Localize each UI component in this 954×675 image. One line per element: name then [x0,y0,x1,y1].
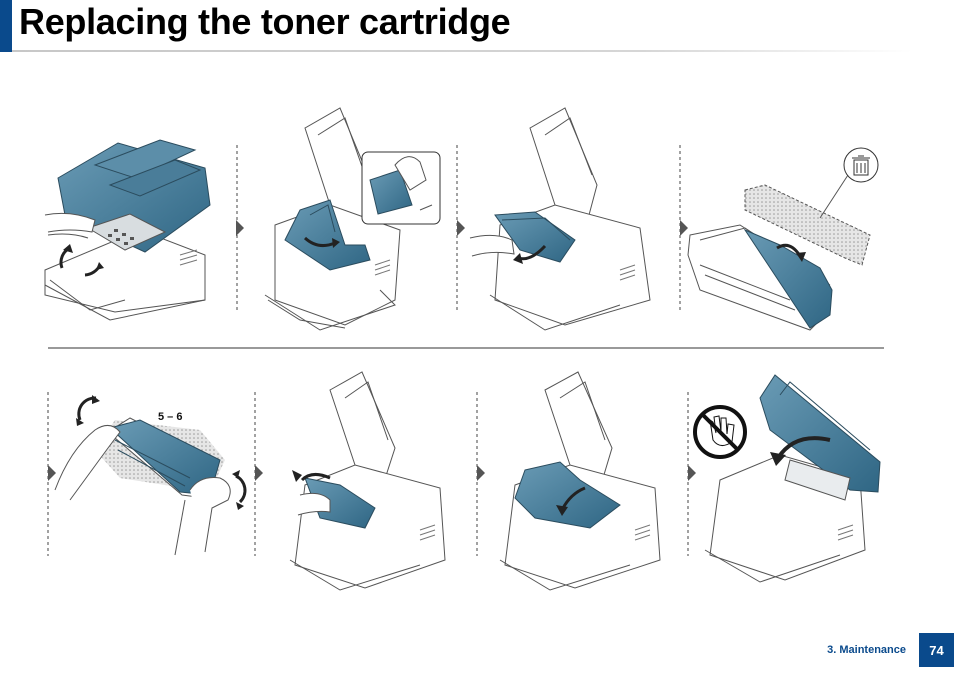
step-2-open-inner-cover [265,108,440,330]
step-arrow-icon [680,220,688,236]
step-label: 5 – 6 [158,411,182,423]
step-4-new-cartridge [688,148,878,330]
no-touch-icon [695,407,745,457]
step-1-open-scanner [45,140,210,320]
step-arrow-icon [48,465,56,481]
step-7-insert-cartridge [290,372,445,590]
step-5-6-shake-cartridge [55,395,245,555]
step-arrow-icon [457,220,465,236]
page-number-badge: 74 [919,633,954,667]
section-label: 3. Maintenance [827,644,906,656]
step-3-remove-cartridge [470,108,650,330]
step-arrow-icon [477,465,485,481]
step-arrow-icon [236,220,244,236]
step-9-close-scanner [695,375,880,582]
step-arrow-icon [688,465,696,481]
step-8-close-inner-cover [500,372,660,590]
step-arrow-icon [255,465,263,481]
